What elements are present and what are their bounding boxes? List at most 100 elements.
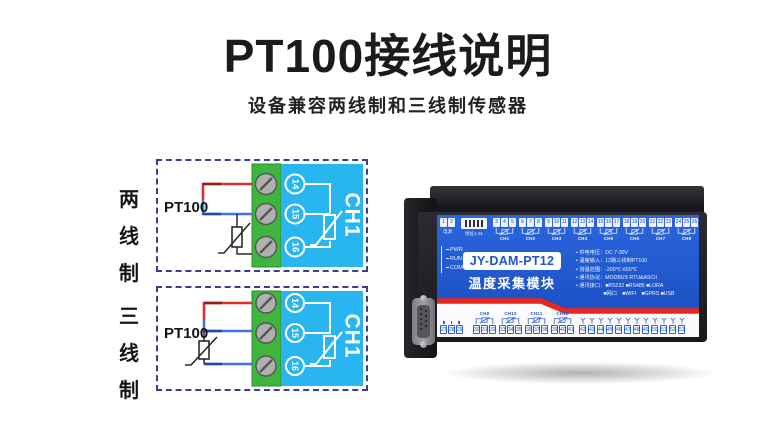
terminal-number: 19 <box>631 218 638 227</box>
dip-label: 地址1-31 <box>464 231 483 236</box>
terminal-number: 16 <box>605 218 612 227</box>
channel-group: 24 25 26 CH8 <box>675 218 698 241</box>
sensor-lead <box>236 214 252 255</box>
screw-icons <box>254 172 278 259</box>
model-badge: JY-DAM-PT12 <box>463 252 561 270</box>
terminal-number: 36 <box>525 325 532 334</box>
aux-terminal: 48 <box>633 317 640 334</box>
channel-label: CH2 <box>525 236 536 241</box>
wire-red <box>202 301 252 319</box>
sensor-strike <box>218 222 251 254</box>
aux-terminal: 52 <box>669 317 676 334</box>
label-char: 线 <box>119 343 139 365</box>
terminal-number: 21 <box>649 218 656 227</box>
channel-group: 15 16 17 CH5 <box>597 218 620 241</box>
aux-terminal: 45 <box>606 317 613 334</box>
terminal-number: 3 <box>493 218 500 227</box>
terminal-number: 50 <box>651 325 658 334</box>
terminal-16: 16 <box>290 361 300 371</box>
terminal-circles <box>284 173 306 258</box>
terminal-15: 15 <box>290 328 300 338</box>
channel-label: CH1 <box>341 192 364 237</box>
antenna-icon <box>669 317 676 324</box>
channel-group: 18 19 20 CH6 <box>623 218 646 241</box>
antenna-icon <box>588 317 595 324</box>
terminal-number: 10 <box>553 218 560 227</box>
aux-terminal: 49 <box>642 317 649 334</box>
three-wire-diagram: PT100 14 15 16 CH1 <box>156 286 368 391</box>
dip-switch <box>461 218 487 229</box>
wire-red <box>201 182 252 199</box>
channel-group: 21 22 23 CH7 <box>649 218 672 241</box>
terminal-14: 14 <box>290 298 300 308</box>
terminal-number: 49 <box>642 325 649 334</box>
channel-label: CH1 <box>499 236 510 241</box>
terminal-number: 6 <box>519 218 526 227</box>
sensor-label: PT100 <box>164 325 208 342</box>
dip-switch-group: 地址1-31 <box>461 218 487 237</box>
terminal-number: 1 <box>440 218 447 227</box>
label-char: 制 <box>119 263 139 285</box>
three-wire-schematic: PT100 14 15 16 CH1 <box>164 290 364 387</box>
terminal-circles <box>285 293 305 376</box>
terminal-number: 32 <box>489 325 496 334</box>
thermistor-bracket-icon <box>527 317 546 324</box>
page-title: PT100接线说明 <box>223 30 553 82</box>
thermistor-bracket-icon <box>553 317 572 324</box>
wire-blue <box>201 199 252 216</box>
led-label: RUN <box>446 255 463 264</box>
terminal-number: 51 <box>660 325 667 334</box>
terminal-number: 17 <box>613 218 620 227</box>
terminal-number: 39 <box>551 325 558 334</box>
thermistor-bracket-icon <box>573 228 592 235</box>
three-wire-label: 三线制 <box>116 300 142 403</box>
terminal-number: 43 <box>588 325 595 334</box>
channel-label: CH1 <box>341 313 364 358</box>
terminal-number: 20 <box>639 218 646 227</box>
channel-wiring <box>305 302 343 367</box>
terminal-number: 31 <box>481 325 488 334</box>
terminal-number: 47 <box>624 325 631 334</box>
terminal-number: 37 <box>533 325 540 334</box>
page-subtitle: 设备兼容两线制和三线制传感器 <box>248 96 528 116</box>
device-shadow <box>445 362 715 384</box>
channel-label: CH5 <box>603 236 614 241</box>
terminal-number: 7 <box>527 218 534 227</box>
channel-label: CH9 <box>479 311 490 316</box>
terminal-number: 52 <box>669 325 676 334</box>
channel-group: CH12 39 40 41 <box>551 311 574 334</box>
label-char: 三 <box>119 306 139 328</box>
comm-marks <box>443 321 460 324</box>
spec-line: ▪ 通讯接口：■RS232 ■RS485 ■LORA <box>576 283 664 290</box>
sensor-label: PT100 <box>164 199 208 216</box>
aux-terminal-group: 42 43 44 <box>579 317 685 334</box>
led-label: COM <box>446 264 463 273</box>
device-name: 温度采集模块 <box>468 276 556 291</box>
thermistor-bracket-icon <box>625 228 644 235</box>
terminal-number: 4 <box>501 218 508 227</box>
channel-group: CH11 36 37 38 <box>525 311 548 334</box>
two-wire-label: 两线制 <box>116 183 142 286</box>
channel-panel <box>281 291 363 386</box>
spec-line: ▪ 温度输入：12路三线制PT100 <box>576 258 648 265</box>
antenna-icon <box>633 317 640 324</box>
channel-panel <box>281 164 363 267</box>
thermistor-bracket-icon <box>677 228 696 235</box>
bottom-channel-groups: CH9 30 31 32 CH10 <box>473 311 577 334</box>
wire-blue-mid <box>202 319 252 333</box>
antenna-icon <box>660 317 667 324</box>
antenna-icon <box>597 317 604 324</box>
channel-group: 3 4 5 CH1 <box>493 218 516 241</box>
label-char: 两 <box>119 189 139 211</box>
aux-terminal: 42 <box>579 317 586 334</box>
thermistor-bracket-icon <box>521 228 540 235</box>
aux-terminal: 50 <box>651 317 658 334</box>
terminal-number: 8 <box>535 218 542 227</box>
terminal-number: 34 <box>507 325 514 334</box>
two-wire-schematic: PT100 14 15 16 CH1 <box>164 163 364 268</box>
terminal-number: 26 <box>691 218 698 227</box>
